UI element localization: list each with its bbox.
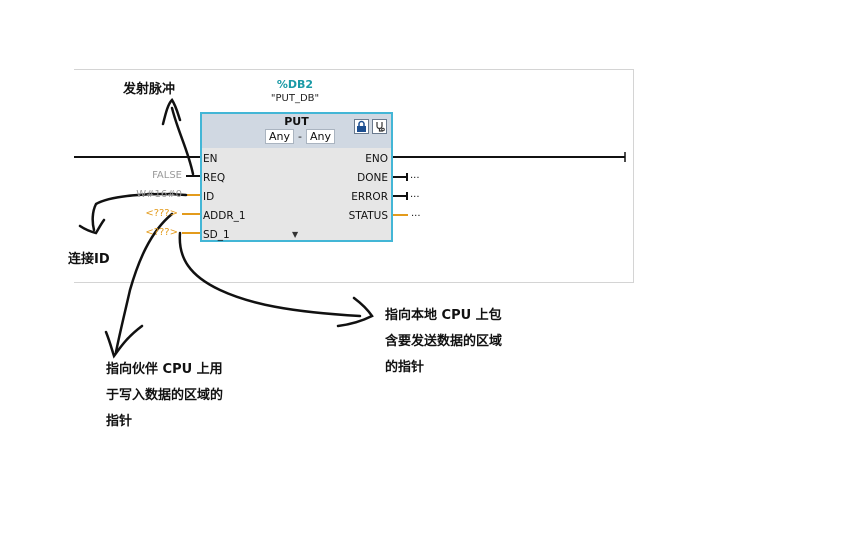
pin-error[interactable]: ERROR <box>351 191 388 203</box>
addr-arrow-head <box>104 324 144 359</box>
type-separator: - <box>298 130 302 143</box>
block-title: PUT <box>284 115 309 128</box>
note-id-line: 连接ID <box>68 252 110 267</box>
put-instruction-block[interactable]: PUT Any - Any EN REQ ID ADDR_1 SD_1 ENO … <box>200 112 393 242</box>
note-req: 发射脉冲 <box>123 77 175 103</box>
sd-arrow <box>178 231 362 318</box>
id-arrow <box>91 192 188 232</box>
note-sd-line-3: 的指针 <box>385 360 425 375</box>
note-sd-line-2: 含要发送数据的区域 <box>385 334 503 349</box>
id-param-value[interactable]: W#16#0 <box>136 189 182 200</box>
addr-param-value[interactable]: <???> <box>145 208 178 219</box>
note-sd: 指向本地 CPU 上包 含要发送数据的区域 的指针 <box>385 303 502 381</box>
error-param-value[interactable]: ... <box>410 189 420 200</box>
note-req-line: 发射脉冲 <box>123 82 176 97</box>
block-lock-icon[interactable] <box>354 119 369 134</box>
sd-param-value[interactable]: <???> <box>145 227 178 238</box>
status-param-value[interactable]: ... <box>411 208 421 219</box>
type-left-dropdown[interactable]: Any <box>265 129 295 144</box>
note-addr-line-1: 指向伙伴 CPU 上用 <box>106 362 223 377</box>
done-param-value[interactable]: ... <box>410 170 420 181</box>
type-right-dropdown[interactable]: Any <box>306 129 336 144</box>
note-addr: 指向伙伴 CPU 上用 于写入数据的区域的 指针 <box>106 357 223 435</box>
instance-db-number: %DB2 <box>276 78 314 91</box>
sd-arrow-head <box>336 296 374 328</box>
block-diagnostics-icon[interactable] <box>372 119 387 134</box>
req-param-value[interactable]: FALSE <box>152 170 182 181</box>
note-addr-line-2: 于写入数据的区域的 <box>106 388 224 403</box>
pin-done[interactable]: DONE <box>357 172 388 184</box>
block-header: PUT Any - Any <box>202 114 391 148</box>
pin-eno[interactable]: ENO <box>365 153 388 165</box>
pin-id[interactable]: ID <box>203 191 215 203</box>
note-sd-line-1: 指向本地 CPU 上包 <box>385 308 502 323</box>
note-id: 连接ID <box>68 247 110 273</box>
pin-en[interactable]: EN <box>203 153 218 165</box>
req-arrow-head <box>161 98 182 126</box>
note-addr-line-3: 指针 <box>106 414 133 429</box>
req-arrow <box>170 106 195 176</box>
block-type-selector: Any - Any <box>265 129 336 144</box>
addr-arrow <box>114 212 174 354</box>
pin-req[interactable]: REQ <box>203 172 226 184</box>
expand-arrow-icon[interactable]: ▼ <box>292 230 299 239</box>
id-arrow-head <box>78 218 106 235</box>
pin-status[interactable]: STATUS <box>348 210 388 222</box>
pin-sd-1[interactable]: SD_1 <box>203 229 230 241</box>
instance-db-name[interactable]: "PUT_DB" <box>270 93 320 104</box>
pin-addr-1[interactable]: ADDR_1 <box>203 210 246 222</box>
